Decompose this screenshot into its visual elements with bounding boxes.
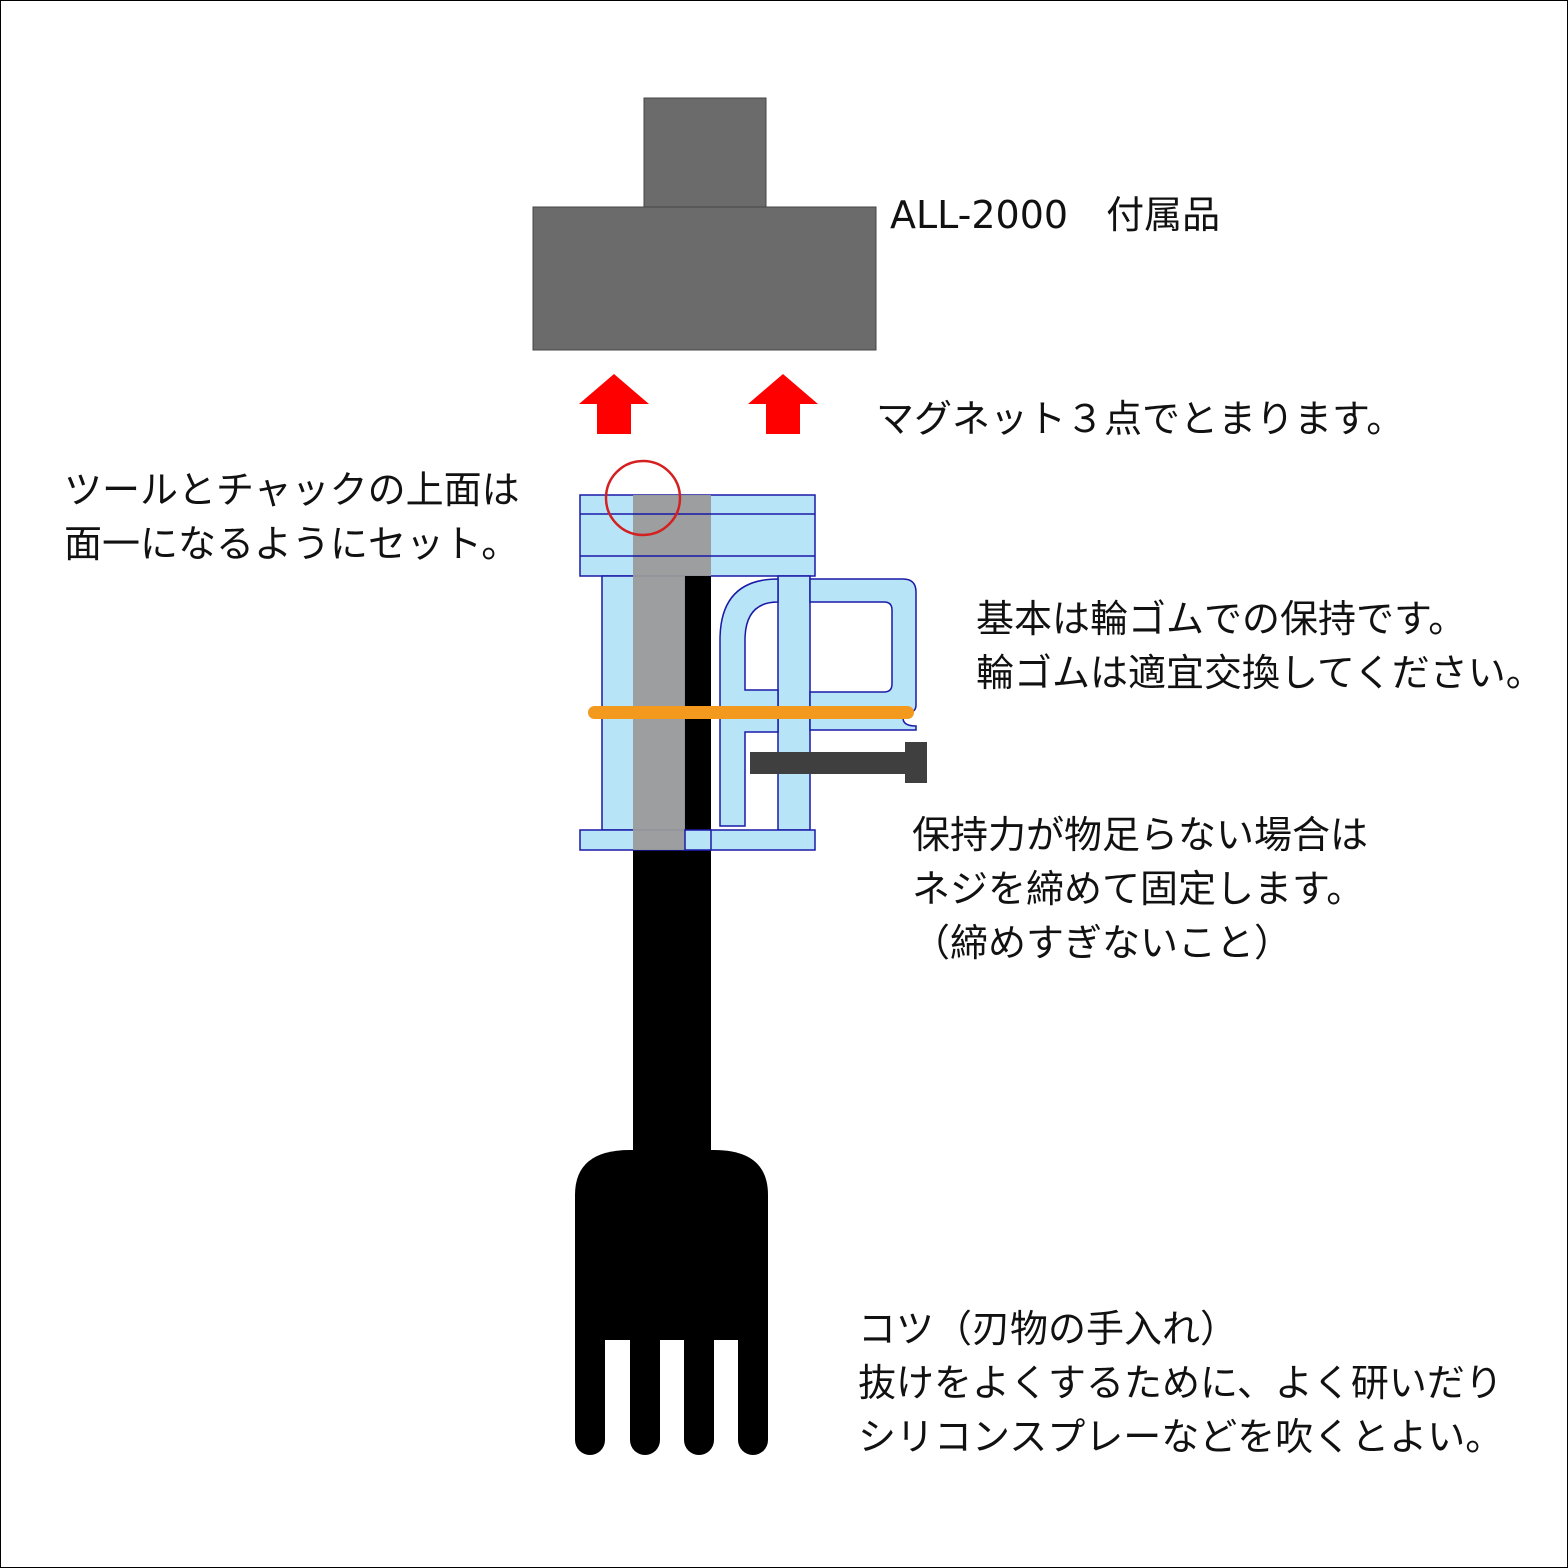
tool-cutter-head xyxy=(575,1150,768,1340)
chuck-right-post xyxy=(777,575,811,831)
accessory-label: ALL-2000 付属品 xyxy=(890,193,1221,237)
tip-line: シリコンスプレーなどを吹くとよい。 xyxy=(858,1415,1504,1459)
tip-label: コツ（刃物の手入れ） 抜けをよくするために、よく研いだり シリコンスプレーなどを… xyxy=(858,1302,1503,1464)
tool-shaft xyxy=(633,820,711,1160)
magnet-arrows xyxy=(579,374,818,434)
chuck xyxy=(579,494,917,851)
rubber-line: 基本は輪ゴムでの保持です。 xyxy=(976,597,1467,641)
tool-prongs xyxy=(575,1320,768,1455)
magnet-label: マグネット３点でとまります。 xyxy=(876,397,1405,441)
arrow-up-icon xyxy=(579,374,649,434)
tool-blade-in-chuck xyxy=(685,576,711,830)
accessory-base-block xyxy=(532,206,877,351)
flush-label: ツールとチャックの上面は 面一になるようにセット。 xyxy=(64,463,520,571)
tip-line: コツ（刃物の手入れ） xyxy=(858,1307,1239,1351)
rubber-band xyxy=(588,706,914,719)
flush-line: 面一になるようにセット。 xyxy=(64,522,520,566)
accessory-top-block xyxy=(643,97,767,211)
screw-label: 保持力が物足らない場合は ネジを締めて固定します。 （締めすぎないこと） xyxy=(912,808,1368,970)
set-screw xyxy=(750,742,927,783)
arrow-up-icon xyxy=(748,374,818,434)
rubber-line: 輪ゴムは適宜交換してください。 xyxy=(976,651,1544,695)
flush-line: ツールとチャックの上面は xyxy=(64,468,520,512)
screw-line: 保持力が物足らない場合は xyxy=(912,813,1369,857)
rubber-band-label: 基本は輪ゴムでの保持です。 輪ゴムは適宜交換してください。 xyxy=(976,592,1544,700)
chuck-inner-hook xyxy=(719,578,779,827)
screw-line: （締めすぎないこと） xyxy=(912,921,1293,965)
chuck-hook-frame xyxy=(809,578,917,731)
flush-highlight-circle xyxy=(604,459,682,537)
accessory-holder xyxy=(532,97,877,351)
screw-line: ネジを締めて固定します。 xyxy=(912,867,1365,911)
tip-line: 抜けをよくするために、よく研いだり xyxy=(858,1361,1503,1405)
